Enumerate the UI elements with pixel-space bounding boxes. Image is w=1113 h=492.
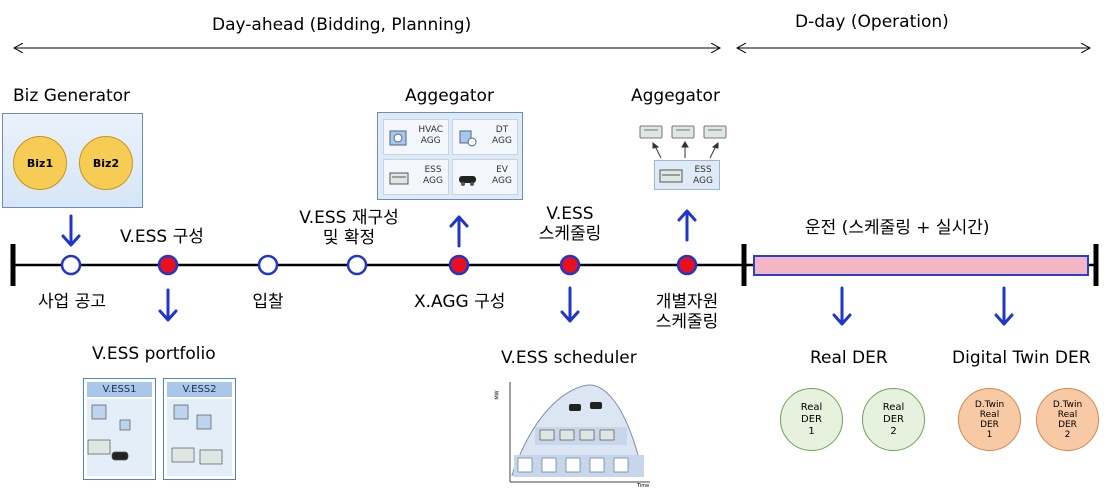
twin-der-2-line1: D.Twin [1052,399,1083,410]
event-label-resource-sched: 개별자원 스케줄링 [635,292,739,332]
arrow-xagg-to-aggregator [449,215,469,248]
ev-line2: AGG [492,176,512,186]
aggregator-fanout-arrows [652,141,719,159]
twin-der-1-line2: Real [979,409,1000,420]
arrow-op-to-real-der [832,286,852,326]
portfolio-title: V.ESS portfolio [92,344,216,364]
twin-der-1-line4: 1 [986,429,993,440]
hvac-unit-icon [389,130,407,146]
event-node-xagg [448,254,470,276]
vess-sched-line2: 스케줄링 [538,224,602,244]
digital-twin-icon [459,130,477,147]
twin-der-1-line3: DER [980,419,999,430]
resource-sched-line1: 개별자원 [655,292,719,312]
event-node-announce [60,254,82,276]
hvac-line1: HVAC [418,125,443,135]
reconfig-line2: 및 확정 [322,228,376,248]
operation-bar [753,255,1089,276]
ess-line1: ESS [424,165,442,175]
twin-der-title: Digital Twin DER [952,348,1091,368]
biz2-node: Biz2 [79,136,133,190]
electric-car-icon [459,176,476,186]
vess1-panel: V.ESS1 [83,378,156,480]
arrow-op-to-twin-der [994,286,1014,326]
scheduler-title: V.ESS scheduler [501,348,637,368]
event-node-resource-sched [676,254,698,276]
twin-der-2-line4: 2 [1064,429,1071,440]
aggregator-right-panel: ESS AGG [654,160,720,190]
event-node-reconfig [346,254,368,276]
event-label-bidding: 입찰 [252,292,284,312]
twin-der-2: D.Twin Real DER 2 [1036,388,1099,451]
battery-rack-icon [659,169,683,183]
aggregator-right-title: Aggegator [631,86,720,106]
event-label-announce: 사업 공고 [38,292,106,312]
event-label-vess-sched: V.ESS 스케줄링 [525,204,615,244]
real-der-1-line1: Real [800,401,823,413]
d-day-label: D-day (Operation) [795,12,949,32]
twin-der-2-line3: DER [1058,419,1077,430]
ev-line1: EV [496,165,508,175]
dt-line2: AGG [492,136,512,146]
arrow-resource-to-aggregator [677,209,697,242]
event-node-vess-sched [559,254,581,276]
real-der-title: Real DER [810,348,888,368]
reconfig-line1: V.ESS 재구성 [299,208,399,228]
real-der-2-line2: DER [883,413,904,425]
day-ahead-label: Day-ahead (Bidding, Planning) [212,15,472,35]
real-der-1-line3: 1 [808,425,815,437]
dt-line1: DT [495,125,509,135]
ess-agg-right-line1: ESS [694,165,712,175]
real-der-2: Real DER 2 [862,388,925,451]
biz-generator-title: Biz Generator [13,86,131,106]
biz-generator-panel: Biz1 Biz2 [2,113,143,208]
twin-der-1: D.Twin Real DER 1 [958,388,1021,451]
twin-der-1-line1: D.Twin [974,399,1005,410]
scheduler-x-label: Time [637,483,650,489]
scheduler-chart [509,382,650,483]
real-der-2-line1: Real [882,401,905,413]
event-node-bidding [257,254,279,276]
device-icons-row [639,125,727,139]
arrow-biz-to-announce [61,214,81,247]
vess-sched-line1: V.ESS [546,204,594,224]
event-node-vess-config [157,254,179,276]
twin-der-2-line2: Real [1057,409,1078,420]
battery-rack-icon [389,172,409,185]
real-der-1: Real DER 1 [780,388,843,451]
real-der-2-line3: 2 [890,425,897,437]
resource-sched-line2: 스케줄링 [655,312,719,332]
scheduler-y-label: MW [494,390,501,400]
event-label-vess-config: V.ESS 구성 [120,227,204,247]
arrow-vess-to-scheduler [560,286,580,323]
vess2-header: V.ESS2 [167,382,232,397]
hvac-line2: AGG [420,136,441,146]
vess2-panel: V.ESS2 [163,378,236,480]
arrow-vess-to-portfolio [158,288,178,322]
vess1-header: V.ESS1 [87,382,152,397]
ess-agg-right-line2: AGG [693,176,713,186]
operation-bar-label: 운전 (스케줄링 + 실시간) [805,218,990,238]
real-der-1-line2: DER [801,413,822,425]
event-label-reconfig: V.ESS 재구성 및 확정 [285,208,413,248]
biz1-node: Biz1 [13,136,67,190]
ess-line2: AGG [423,176,443,186]
aggregator-title: Aggegator [405,86,494,106]
event-label-xagg: X.AGG 구성 [414,292,506,312]
